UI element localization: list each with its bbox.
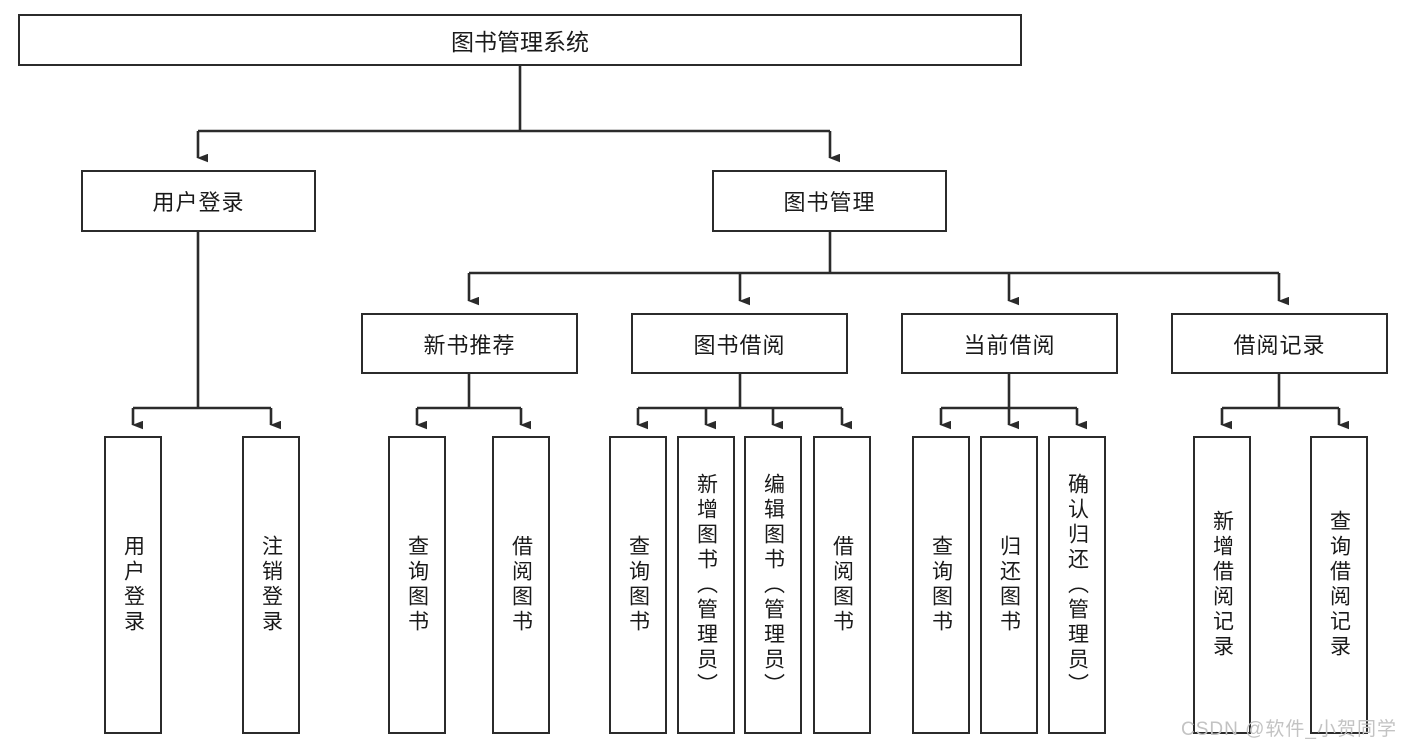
node-current-borrow[interactable]: 当前借阅 bbox=[901, 313, 1118, 374]
node-root-system[interactable]: 图书管理系统 bbox=[18, 14, 1022, 66]
node-user-login[interactable]: 用户登录 bbox=[81, 170, 316, 232]
node-label: 当前借阅 bbox=[963, 332, 1056, 358]
leaf-current-confirm-return[interactable]: 确认归还（管理员） bbox=[1048, 436, 1106, 734]
node-label: 借阅图书 bbox=[509, 535, 533, 635]
node-label: 归还图书 bbox=[997, 535, 1021, 635]
node-label: 注销登录 bbox=[259, 535, 283, 635]
node-label: 图书管理系统 bbox=[451, 29, 589, 55]
node-book-management[interactable]: 图书管理 bbox=[712, 170, 947, 232]
node-new-book-recommend[interactable]: 新书推荐 bbox=[361, 313, 578, 374]
node-label: 查询图书 bbox=[929, 535, 953, 635]
node-label: 图书管理 bbox=[783, 190, 876, 215]
leaf-current-query-book[interactable]: 查询图书 bbox=[912, 436, 970, 734]
node-label: 借阅记录 bbox=[1233, 332, 1326, 358]
node-label: 查询图书 bbox=[626, 535, 650, 635]
node-label: 用户登录 bbox=[121, 535, 145, 635]
node-label: 新增借阅记录 bbox=[1210, 510, 1234, 660]
node-label: 新增图书（管理员） bbox=[694, 472, 718, 698]
node-label: 新书推荐 bbox=[423, 332, 516, 358]
leaf-borrow-borrow-book[interactable]: 借阅图书 bbox=[813, 436, 871, 734]
node-borrow-record[interactable]: 借阅记录 bbox=[1171, 313, 1388, 374]
node-label: 用户登录 bbox=[152, 190, 245, 215]
leaf-new-book-borrow[interactable]: 借阅图书 bbox=[492, 436, 550, 734]
node-book-borrow[interactable]: 图书借阅 bbox=[631, 313, 848, 374]
node-label: 查询图书 bbox=[405, 535, 429, 635]
leaf-user-login-login[interactable]: 用户登录 bbox=[104, 436, 162, 734]
leaf-record-add-record[interactable]: 新增借阅记录 bbox=[1193, 436, 1251, 734]
node-label: 编辑图书（管理员） bbox=[761, 472, 785, 698]
node-label: 图书借阅 bbox=[693, 332, 786, 358]
watermark: CSDN @软件_小贺同学 bbox=[1181, 719, 1397, 740]
leaf-user-login-logout[interactable]: 注销登录 bbox=[242, 436, 300, 734]
leaf-borrow-query-book[interactable]: 查询图书 bbox=[609, 436, 667, 734]
leaf-record-query-record[interactable]: 查询借阅记录 bbox=[1310, 436, 1368, 734]
node-label: 查询借阅记录 bbox=[1327, 510, 1351, 660]
leaf-new-book-query[interactable]: 查询图书 bbox=[388, 436, 446, 734]
leaf-borrow-edit-book[interactable]: 编辑图书（管理员） bbox=[744, 436, 802, 734]
node-label: 借阅图书 bbox=[830, 535, 854, 635]
leaf-current-return-book[interactable]: 归还图书 bbox=[980, 436, 1038, 734]
node-label: 确认归还（管理员） bbox=[1065, 472, 1089, 698]
leaf-borrow-add-book[interactable]: 新增图书（管理员） bbox=[677, 436, 735, 734]
